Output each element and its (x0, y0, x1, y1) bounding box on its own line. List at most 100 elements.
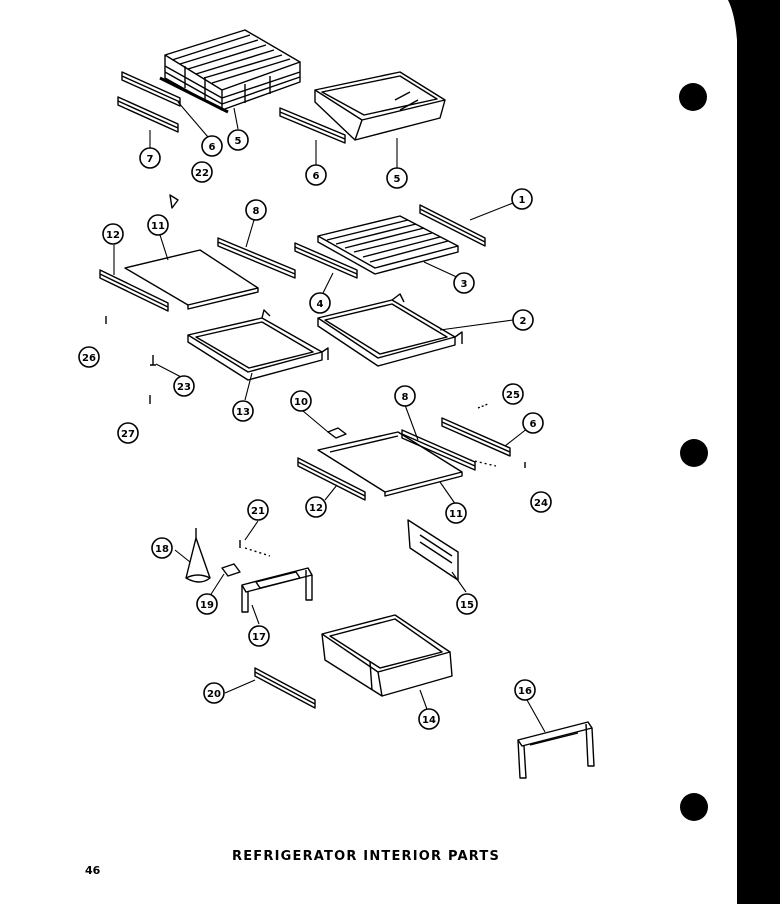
drawer-rail-6-left (121, 71, 181, 107)
binder-hole-top (679, 83, 707, 111)
svg-text:25: 25 (506, 390, 520, 401)
callout-18: 18 (151, 537, 173, 559)
shelf-frame-2 (317, 293, 463, 367)
callout-26: 26 (78, 346, 100, 368)
callout-10: 10 (290, 390, 312, 412)
callout-2: 2 (512, 309, 534, 331)
shelf-rail-12-lower (297, 457, 366, 501)
svg-text:6: 6 (530, 419, 537, 430)
callout-5-crisper: 5 (386, 167, 408, 189)
callout-14: 14 (418, 708, 440, 730)
svg-text:13: 13 (236, 407, 250, 418)
leader-lines (113, 101, 546, 733)
shelf-rail-8-lower (401, 429, 476, 471)
callout-8-upper: 8 (245, 199, 267, 221)
meat-drawer-14 (321, 614, 453, 697)
shelf-rail-12-upper (99, 269, 169, 312)
callout-1: 1 (511, 188, 533, 210)
callout-6-lower: 6 (522, 412, 544, 434)
svg-text:1: 1 (519, 195, 526, 206)
callout-21: 21 (247, 499, 269, 521)
svg-text:4: 4 (317, 299, 324, 310)
svg-text:11: 11 (151, 221, 165, 232)
callout-27: 27 (117, 422, 139, 444)
crisper-drawer (314, 71, 446, 141)
callout-16: 16 (514, 679, 536, 701)
drawer-support-16 (517, 721, 595, 779)
svg-text:21: 21 (251, 506, 265, 517)
egg-cone-18 (185, 528, 211, 583)
callout-11-lower: 11 (445, 502, 467, 524)
drawer-rail-6-lower (441, 417, 511, 457)
bracket-19 (221, 563, 241, 577)
shelf-rail-1 (419, 204, 486, 247)
svg-text:8: 8 (402, 392, 409, 403)
svg-text:14: 14 (422, 715, 436, 726)
glass-shelf-11-upper (124, 249, 259, 310)
drawer-rail-7 (117, 96, 179, 133)
callout-12-lower: 12 (305, 496, 327, 518)
callout-24: 24 (530, 491, 552, 513)
shelf-rail-8-upper (217, 237, 296, 279)
svg-text:2: 2 (520, 316, 527, 327)
svg-text:15: 15 (460, 600, 474, 611)
svg-text:11: 11 (449, 509, 463, 520)
callout-20: 20 (203, 682, 225, 704)
svg-text:5: 5 (235, 136, 242, 147)
callout-23: 23 (173, 375, 195, 397)
shelf-rail-4 (294, 242, 358, 279)
shelf-frame-13 (187, 309, 329, 381)
svg-text:6: 6 (209, 142, 216, 153)
screw-23 (150, 355, 156, 366)
callout-19: 19 (196, 593, 218, 615)
page-edge (679, 0, 780, 904)
svg-text:26: 26 (82, 353, 96, 364)
callout-22: 22 (191, 161, 213, 183)
svg-text:3: 3 (461, 279, 468, 290)
svg-text:27: 27 (121, 429, 135, 440)
callout-17: 17 (248, 625, 270, 647)
page-number: 46 (85, 864, 101, 877)
drawer-rail-6-middle (279, 107, 346, 144)
callout-12-upper: 12 (102, 223, 124, 245)
callout-5-basket: 5 (227, 129, 249, 151)
svg-text:16: 16 (518, 686, 532, 697)
callout-13: 13 (232, 400, 254, 422)
callout-25: 25 (502, 383, 524, 405)
svg-text:6: 6 (313, 171, 320, 182)
callout-3: 3 (453, 272, 475, 294)
svg-text:22: 22 (195, 168, 209, 179)
drawer-rail-20 (254, 667, 316, 709)
svg-text:10: 10 (294, 397, 308, 408)
binder-hole-middle (680, 439, 708, 467)
binder-hole-bottom (680, 793, 708, 821)
drawer-front-panel-15 (407, 519, 459, 581)
drawer-support-17 (241, 567, 313, 613)
wire-basket (159, 29, 301, 114)
svg-text:23: 23 (177, 382, 191, 393)
svg-text:17: 17 (252, 632, 266, 643)
callout-6-middle: 6 (305, 164, 327, 186)
svg-text:12: 12 (106, 230, 120, 241)
svg-text:7: 7 (147, 154, 154, 165)
svg-text:12: 12 (309, 503, 323, 514)
page-title: REFRIGERATOR INTERIOR PARTS (232, 849, 501, 864)
callout-4: 4 (309, 292, 331, 314)
screw-25 (477, 403, 489, 409)
wire-shelf (317, 215, 459, 275)
svg-text:5: 5 (394, 174, 401, 185)
callout-11-upper: 11 (147, 214, 169, 236)
svg-text:8: 8 (253, 206, 260, 217)
svg-text:18: 18 (155, 544, 169, 555)
svg-text:20: 20 (207, 689, 221, 700)
screw-22 (169, 194, 179, 209)
callout-15: 15 (456, 593, 478, 615)
glass-shelf-11-lower (317, 431, 463, 497)
svg-text:24: 24 (534, 498, 548, 509)
callouts: 5 6 7 6 5 22 1 8 11 12 3 4 2 26 23 13 10… (78, 129, 552, 730)
callout-7: 7 (139, 147, 161, 169)
shelf-clip-10 (327, 427, 347, 439)
callout-8-lower: 8 (394, 385, 416, 407)
svg-text:19: 19 (200, 600, 214, 611)
